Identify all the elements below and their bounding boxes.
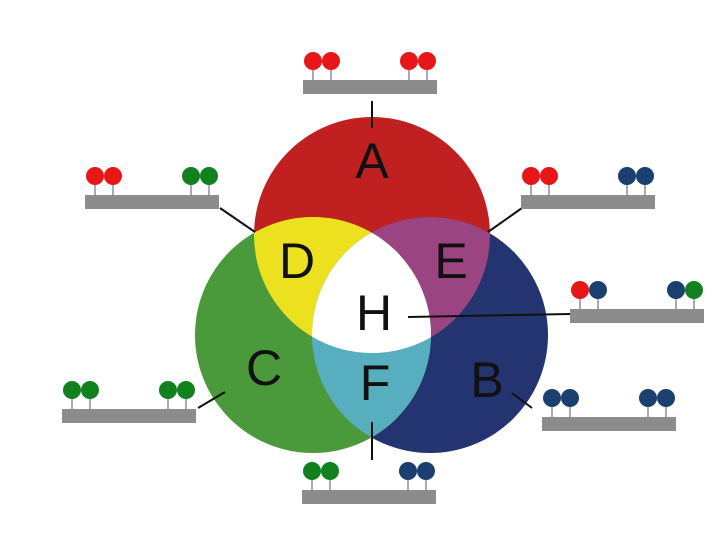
molecule-dot-green bbox=[81, 381, 99, 399]
molecule-dot-blue bbox=[636, 167, 654, 185]
molecule-dot-blue bbox=[399, 462, 417, 480]
molecule-bar bbox=[303, 80, 437, 94]
molecule-icon-c bbox=[62, 381, 196, 423]
molecule-dot-green bbox=[321, 462, 339, 480]
connector-line-b bbox=[511, 392, 533, 409]
molecule-icons bbox=[62, 52, 704, 504]
molecule-dot-red bbox=[322, 52, 340, 70]
molecule-dot-blue bbox=[589, 281, 607, 299]
molecule-dot-green bbox=[182, 167, 200, 185]
molecule-dot-red bbox=[400, 52, 418, 70]
molecule-dot-blue bbox=[618, 167, 636, 185]
connector-line-d bbox=[219, 207, 256, 233]
molecule-dot-red bbox=[571, 281, 589, 299]
region-label-c: C bbox=[246, 340, 282, 396]
molecule-dot-red bbox=[86, 167, 104, 185]
molecule-bar bbox=[62, 409, 196, 423]
connector-line-e bbox=[487, 207, 523, 233]
molecule-dot-green bbox=[200, 167, 218, 185]
molecule-dot-red bbox=[540, 167, 558, 185]
molecule-bar bbox=[521, 195, 655, 209]
molecule-dot-blue bbox=[639, 389, 657, 407]
molecule-dot-green bbox=[63, 381, 81, 399]
connector-line-c bbox=[197, 391, 226, 409]
connector-line-h bbox=[407, 313, 571, 318]
overlap-region-h bbox=[312, 217, 431, 353]
molecule-dot-green bbox=[685, 281, 703, 299]
region-label-f: F bbox=[360, 355, 391, 411]
molecule-dot-blue bbox=[667, 281, 685, 299]
molecule-dot-blue bbox=[657, 389, 675, 407]
molecule-icon-f bbox=[302, 462, 436, 504]
molecule-icon-h bbox=[570, 281, 704, 323]
molecule-bar bbox=[570, 309, 704, 323]
molecule-icon-b bbox=[542, 389, 676, 431]
molecule-dot-green bbox=[177, 381, 195, 399]
molecule-dot-green bbox=[303, 462, 321, 480]
molecule-bar bbox=[85, 195, 219, 209]
molecule-dot-red bbox=[304, 52, 322, 70]
molecule-dot-red bbox=[522, 167, 540, 185]
molecule-bar bbox=[302, 490, 436, 504]
region-label-d: D bbox=[279, 233, 315, 289]
region-label-e: E bbox=[434, 233, 467, 289]
region-label-b: B bbox=[470, 352, 503, 408]
molecule-dot-red bbox=[418, 52, 436, 70]
molecule-icon-e bbox=[521, 167, 655, 209]
molecule-bar bbox=[542, 417, 676, 431]
molecule-dot-red bbox=[104, 167, 122, 185]
molecule-dot-blue bbox=[417, 462, 435, 480]
molecule-dot-blue bbox=[543, 389, 561, 407]
region-label-a: A bbox=[355, 133, 389, 189]
region-label-h: H bbox=[356, 285, 392, 341]
molecule-icon-d bbox=[85, 167, 219, 209]
molecule-dot-green bbox=[159, 381, 177, 399]
molecule-icon-a bbox=[303, 52, 437, 94]
connector-lines bbox=[197, 101, 571, 460]
molecule-dot-blue bbox=[561, 389, 579, 407]
